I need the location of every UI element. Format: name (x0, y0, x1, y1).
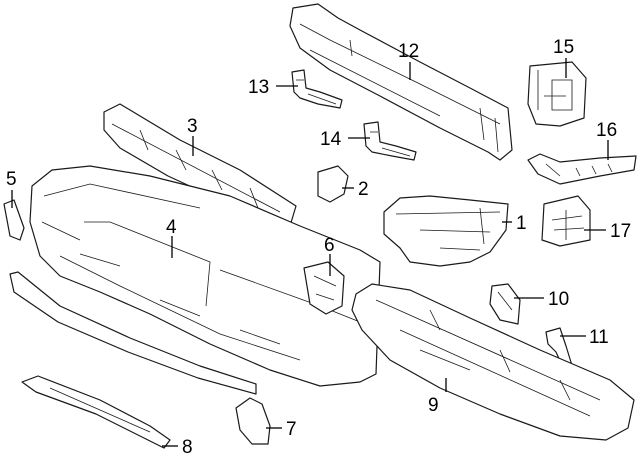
part-1-bracket (383, 195, 509, 267)
part-8-lower-strip (21, 375, 171, 449)
callout-13: 13 (248, 77, 269, 98)
part-9-under-shield (351, 283, 635, 441)
part-17-module (541, 195, 591, 247)
callout-11: 11 (589, 327, 609, 348)
part-lower-trim-strip (9, 271, 257, 395)
part-12-reinforcement-bar (289, 3, 513, 161)
callout-17: 17 (610, 221, 631, 242)
callout-12: 12 (398, 41, 419, 62)
callout-8: 8 (182, 437, 193, 458)
part-6-sensor (303, 261, 345, 315)
callout-14: 14 (320, 129, 342, 150)
callout-15: 15 (553, 37, 574, 58)
part-16-side-strip (527, 153, 637, 185)
callout-3: 3 (187, 116, 198, 137)
callout-2: 2 (358, 179, 369, 200)
leader-lines (11, 58, 609, 447)
callout-4: 4 (166, 217, 177, 238)
callout-10: 10 (548, 289, 569, 310)
part-7-lip-trim (235, 397, 271, 445)
callout-1: 1 (516, 213, 527, 234)
part-2-cover (317, 165, 349, 203)
callout-16: 16 (596, 120, 617, 141)
part-13-bracket (291, 69, 343, 109)
callout-9: 9 (428, 395, 439, 416)
callout-6: 6 (324, 235, 335, 256)
callout-5: 5 (6, 169, 17, 190)
part-14-bracket (363, 121, 417, 161)
part-15-module (527, 61, 587, 127)
part-5-bracket (3, 199, 25, 241)
callout-labels: 1 2 3 4 5 6 7 8 9 10 11 12 13 14 15 16 1… (6, 37, 631, 458)
part-10-clip (489, 283, 521, 325)
callout-7: 7 (286, 419, 297, 440)
